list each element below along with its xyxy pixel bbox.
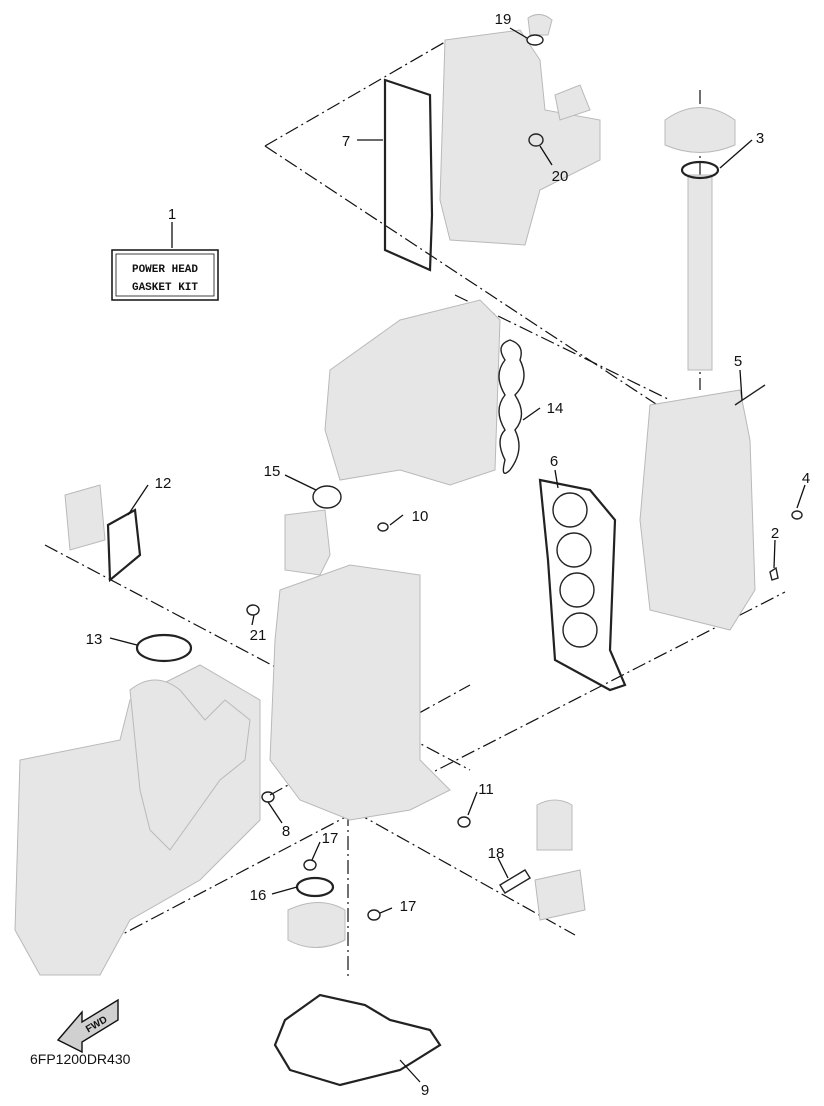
- washer-11: [457, 816, 471, 828]
- bore-1: [552, 492, 588, 528]
- washer-10: [377, 522, 389, 532]
- callout-20: 20: [552, 168, 569, 185]
- callout-14: 14: [547, 400, 564, 417]
- callout-15: 15: [264, 463, 281, 480]
- callout-19: 19: [495, 11, 512, 28]
- callout-4: 4: [802, 470, 810, 487]
- oil-filter: [536, 799, 573, 851]
- washer-8: [261, 791, 275, 803]
- callout-5: 5: [734, 353, 742, 370]
- leader-lines: [109, 27, 806, 1083]
- kit-label-line1: POWER HEAD: [132, 264, 198, 276]
- washer-17b: [367, 909, 381, 921]
- washer-4: [791, 510, 803, 520]
- cylinder-block: [269, 564, 451, 821]
- callout-1: 1: [168, 206, 176, 223]
- bore-3: [559, 572, 595, 608]
- sensor-cap: [527, 14, 553, 36]
- callout-6: 6: [550, 453, 558, 470]
- gasket-18: [499, 869, 531, 894]
- diagram-code: 6FP1200DR430: [30, 1051, 131, 1067]
- cover-gasket-12: [106, 508, 142, 583]
- thermostat-housing: [284, 509, 331, 576]
- washer-2: [769, 566, 779, 581]
- callout-3: 3: [756, 130, 764, 147]
- intake-manifold: [324, 299, 501, 486]
- callout-9: 9: [421, 1082, 429, 1099]
- callout-12: 12: [155, 475, 172, 492]
- callout-13: 13: [86, 631, 103, 648]
- cylinder-head-gasket-6: [538, 478, 627, 692]
- forward-arrow-icon: FWD: [56, 998, 119, 1054]
- bore-4: [562, 612, 598, 648]
- cylinder-head-cover: [439, 29, 601, 246]
- component-silhouettes: [14, 14, 756, 976]
- callout-18: 18: [488, 845, 505, 862]
- callout-8: 8: [282, 823, 290, 840]
- washer-17a: [303, 859, 317, 871]
- o-ring-16: [295, 876, 335, 898]
- bolt-5: [734, 384, 766, 406]
- o-ring-13: [135, 633, 193, 663]
- oil-pump: [287, 902, 346, 948]
- callout-11: 11: [478, 781, 494, 798]
- fitting-20: [554, 84, 591, 121]
- camshaft-pulley: [664, 107, 736, 153]
- vapor-separator-cover: [64, 484, 106, 551]
- callout-10: 10: [412, 508, 429, 525]
- callout-17b: 17: [400, 898, 417, 915]
- oil-filter-bracket: [534, 869, 586, 921]
- cylinder-head: [639, 389, 756, 631]
- callout-17a: 17: [322, 830, 339, 847]
- callout-numbers: 1 2 3 4 5 6 7 8 9 10 11 12 13 14 15 16 1…: [86, 11, 811, 1099]
- callout-7: 7: [342, 133, 350, 150]
- gaskets: [106, 34, 803, 1087]
- exhaust-guide-gasket-9: [273, 993, 442, 1087]
- camshaft: [687, 174, 713, 371]
- head-cover-gasket-7: [383, 78, 434, 272]
- o-ring-3: [680, 160, 720, 180]
- round-gasket-15: [312, 485, 342, 509]
- kit-label-line2: GASKET KIT: [132, 282, 198, 294]
- gasket-20: [528, 133, 544, 147]
- crankshaft: [129, 679, 251, 851]
- callout-21: 21: [250, 627, 267, 644]
- callout-16: 16: [250, 887, 267, 904]
- bore-2: [556, 532, 592, 568]
- callout-2: 2: [771, 525, 779, 542]
- gasket-kit-label: POWER HEAD GASKET KIT: [111, 249, 219, 301]
- washer-21: [246, 604, 260, 616]
- washer-19: [526, 34, 544, 46]
- intake-gasket-14: [498, 339, 525, 474]
